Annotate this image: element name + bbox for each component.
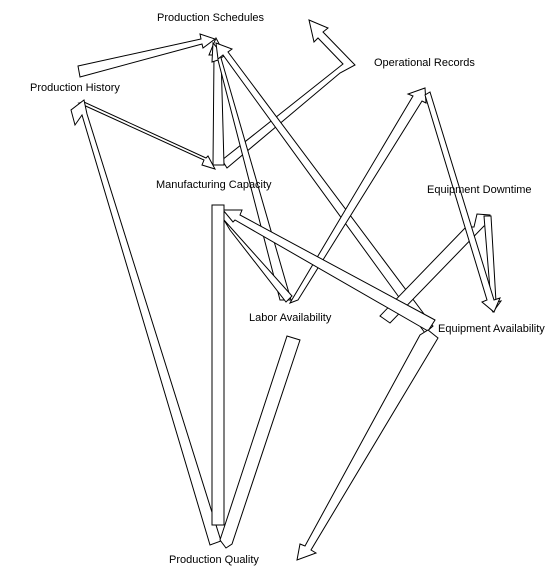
node-manufacturing-capacity: Manufacturing Capacity (156, 179, 272, 191)
arrow-quality-to-labor (219, 335, 301, 549)
node-labor-availability: Labor Availability (249, 312, 332, 324)
node-production-schedules: Production Schedules (157, 12, 265, 24)
arrow-equipavail-to-quality (296, 329, 439, 561)
node-production-quality: Production Quality (169, 554, 259, 566)
arrow-records-to-equipavail (424, 91, 501, 313)
arrow-quality-to-history (70, 99, 222, 546)
arrow-equipavail-to-capacity (221, 209, 436, 332)
arrow-capacity-to-labor (223, 219, 293, 303)
arrow-labor-to-records (288, 87, 427, 304)
arrow-history-to-schedules (77, 33, 217, 78)
node-operational-records: Operational Records (374, 57, 475, 69)
node-equipment-downtime: Equipment Downtime (427, 184, 532, 196)
node-production-history: Production History (30, 82, 120, 94)
arrow-capacity-to-quality (211, 204, 225, 526)
arrow-capacity-to-records (221, 19, 356, 169)
arrow-history-to-capacity (77, 101, 217, 170)
arrow-equipavail-to-schedules (215, 42, 434, 334)
node-equipment-availability: Equipment Availability (438, 323, 545, 335)
